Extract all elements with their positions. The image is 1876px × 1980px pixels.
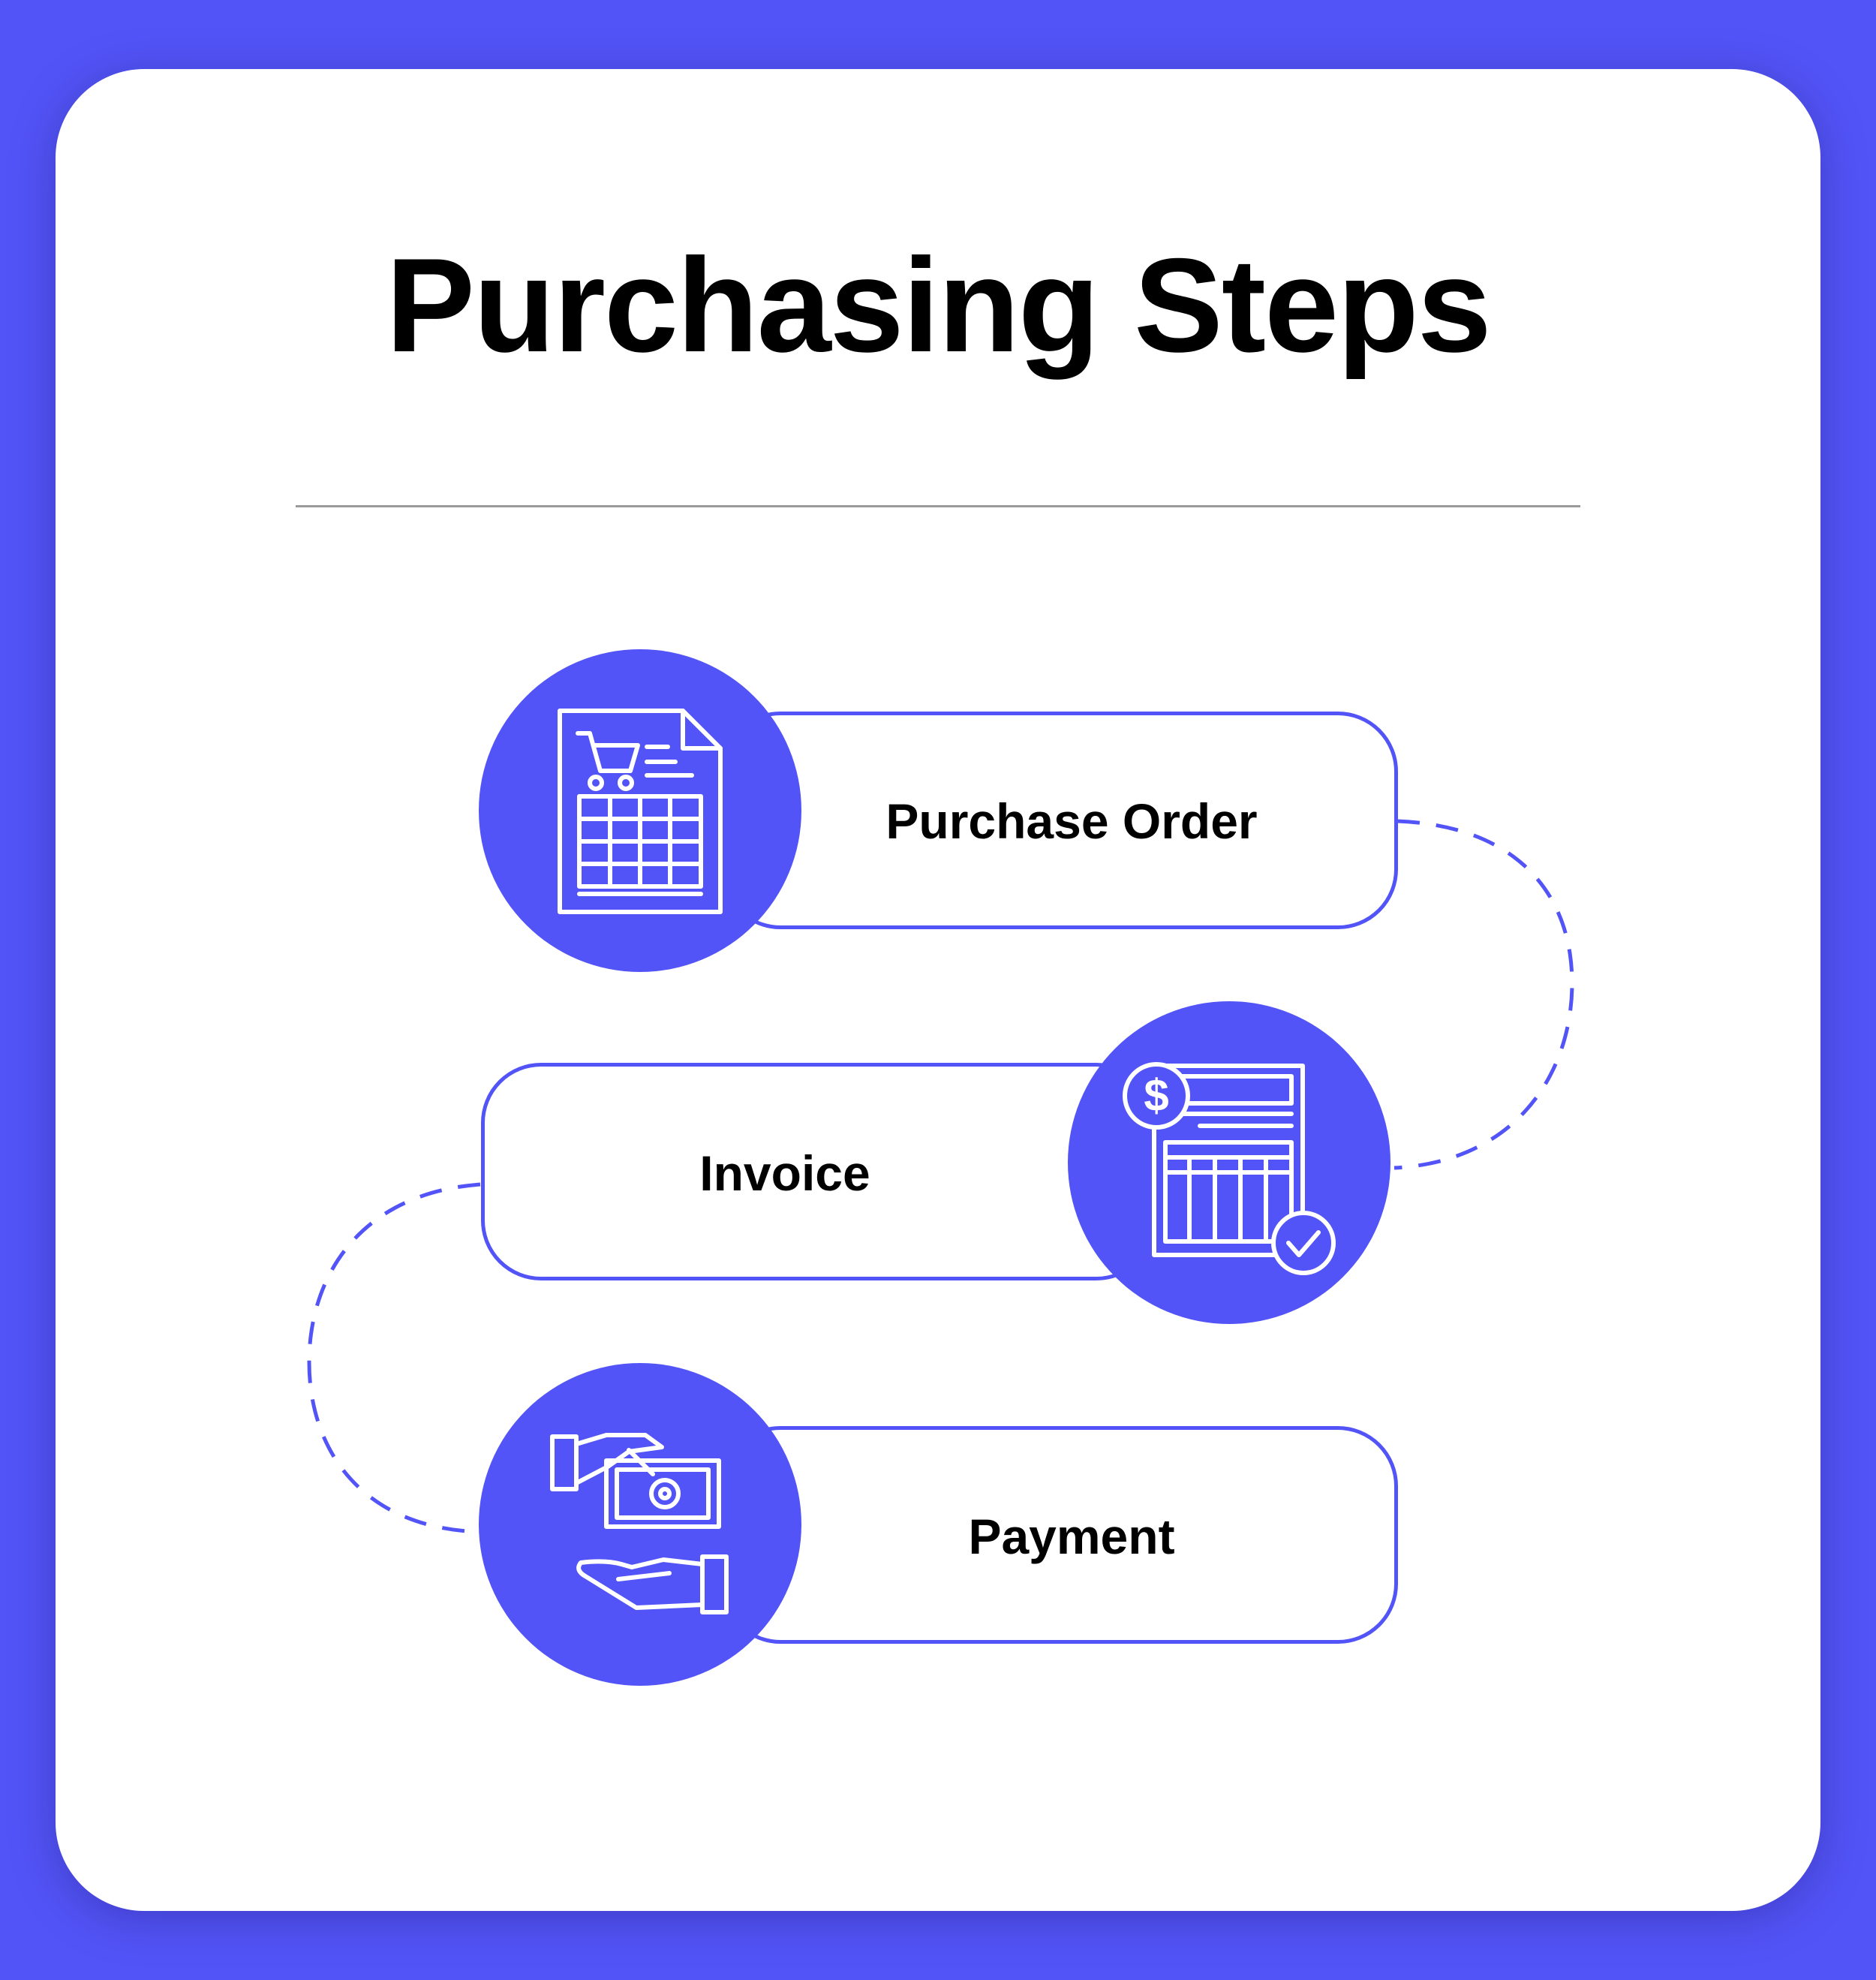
title-divider [296,505,1580,507]
connector-invoice-to-payment [307,1182,481,1534]
connector-order-to-invoice [1393,819,1574,1170]
invoice-icon: $ [1123,1062,1336,1275]
step-label-payment: Payment [968,1509,1175,1564]
step-pill-invoice [481,1063,1156,1280]
step-label-purchase-order: Purchase Order [885,793,1258,849]
step-pill-purchase-order [720,712,1398,929]
step-pill-payment [720,1426,1398,1644]
step-label-invoice: Invoice [699,1145,870,1201]
step-circle-purchase-order [479,649,801,972]
step-circle-payment [479,1363,801,1686]
payment-icon [550,1433,729,1614]
step-circle-invoice: $ [1068,1001,1390,1324]
page-title: Purchasing Steps [386,230,1492,380]
svg-text:$: $ [1144,1070,1168,1121]
purchase-order-icon [558,709,723,914]
